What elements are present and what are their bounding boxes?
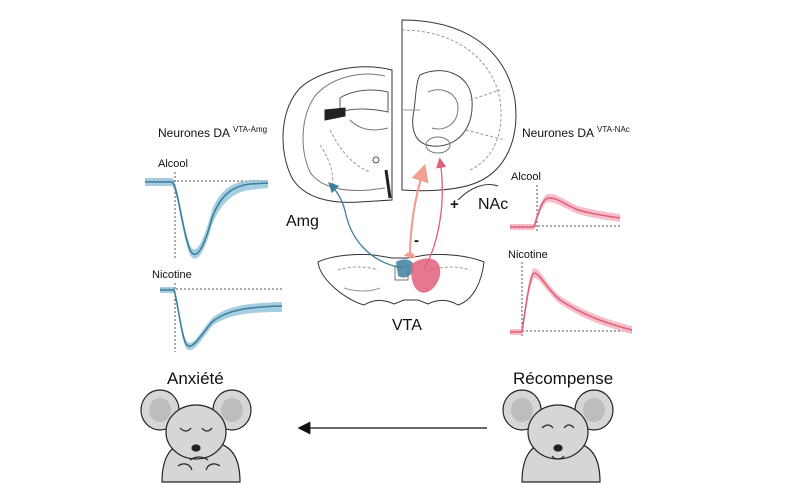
anxious-mouse-icon bbox=[140, 389, 252, 483]
left-alcool-label: Alcool bbox=[158, 158, 188, 170]
nac-leader-line bbox=[457, 184, 499, 201]
right-nicotine-label: Nicotine bbox=[508, 249, 548, 261]
amg-label: Amg bbox=[286, 213, 319, 230]
minus-sign: - bbox=[414, 232, 419, 249]
right-nicotine-trace bbox=[510, 262, 633, 336]
vta-to-amg-arrow bbox=[328, 182, 403, 269]
vta-label: VTA bbox=[392, 317, 422, 334]
vta-to-nac-salmon-arrow bbox=[408, 163, 429, 259]
rewarded-mouse-icon bbox=[502, 389, 614, 483]
left-nicotine-label: Nicotine bbox=[152, 269, 192, 281]
right-alcool-label: Alcool bbox=[511, 171, 541, 183]
reward-label: Récompense bbox=[513, 369, 613, 388]
left-alcool-trace bbox=[145, 172, 269, 259]
brain-midbrain-section bbox=[317, 253, 485, 306]
left-nicotine-trace bbox=[160, 283, 283, 352]
brain-right-hemisphere-section bbox=[401, 19, 517, 192]
vta-to-nac-arrow bbox=[423, 157, 447, 271]
plus-sign: + bbox=[450, 196, 459, 213]
right-alcool-trace bbox=[510, 185, 621, 232]
brain-left-hemisphere-section bbox=[282, 66, 393, 203]
nac-label: NAc bbox=[478, 196, 508, 213]
anxiety-label: Anxiété bbox=[167, 369, 224, 388]
